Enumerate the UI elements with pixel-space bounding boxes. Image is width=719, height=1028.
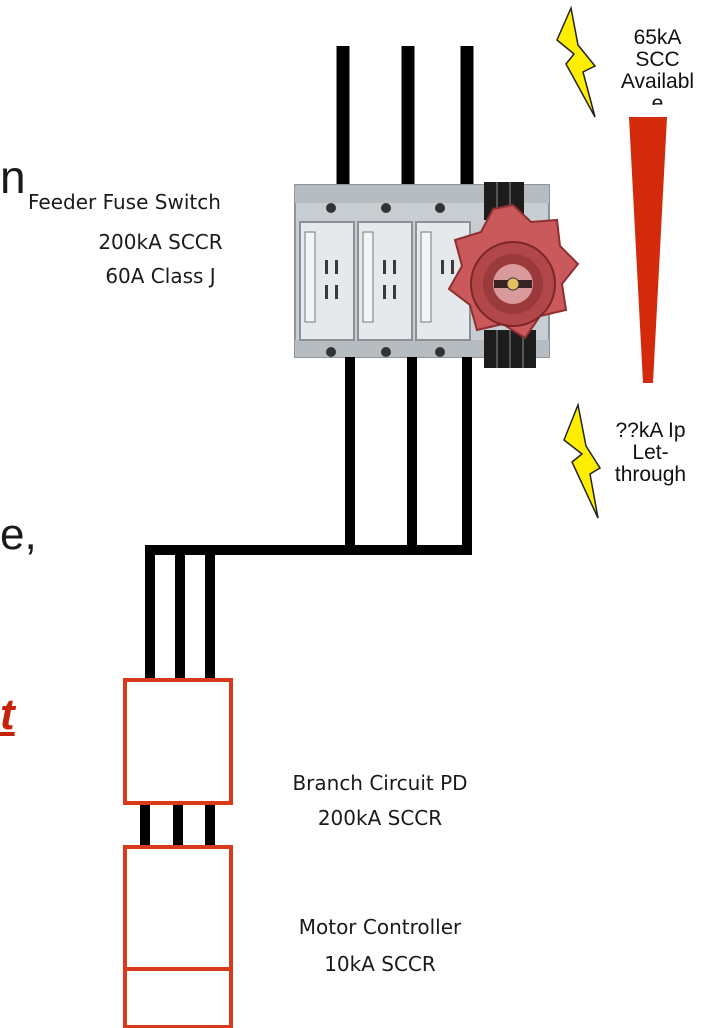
branch-sccr: 200kA SCCR bbox=[317, 806, 443, 830]
motor-sccr: 10kA SCCR bbox=[324, 952, 436, 976]
available-line-4: e bbox=[651, 93, 664, 105]
available-line-3: Availabl bbox=[620, 70, 695, 93]
text-fragment: t bbox=[0, 690, 15, 739]
available-line-1: 65kA bbox=[633, 26, 682, 49]
available-scc-label: 65kA SCC Availabl e bbox=[605, 26, 710, 106]
branch-name: Branch Circuit PD bbox=[292, 771, 468, 795]
branch-circuit-box bbox=[123, 678, 233, 805]
feeder-name: Feeder Fuse Switch bbox=[28, 190, 221, 214]
load-conductors bbox=[140, 357, 472, 847]
incoming-conductors bbox=[336, 46, 474, 190]
letthrough-line-2: Let- bbox=[632, 441, 669, 464]
available-line-2: SCC bbox=[635, 48, 680, 71]
letthrough-label: ??kA Ip Let- through bbox=[588, 420, 713, 486]
text-fragment: e, bbox=[0, 510, 37, 559]
feeder-sccr: 200kA SCCR bbox=[98, 230, 223, 254]
letthrough-line-3: through bbox=[614, 463, 687, 486]
current-reduction-wedge bbox=[629, 117, 667, 383]
feeder-fuse: 60A Class J bbox=[105, 264, 216, 288]
motor-name: Motor Controller bbox=[298, 915, 462, 939]
fuse-switch-icon bbox=[294, 182, 580, 368]
lightning-bolt-icon bbox=[556, 5, 597, 118]
motor-controller-box bbox=[123, 845, 233, 1028]
lightning-bolt-icon bbox=[563, 402, 602, 519]
letthrough-line-1: ??kA Ip bbox=[615, 419, 686, 442]
feeder-fragment: n bbox=[0, 151, 26, 203]
